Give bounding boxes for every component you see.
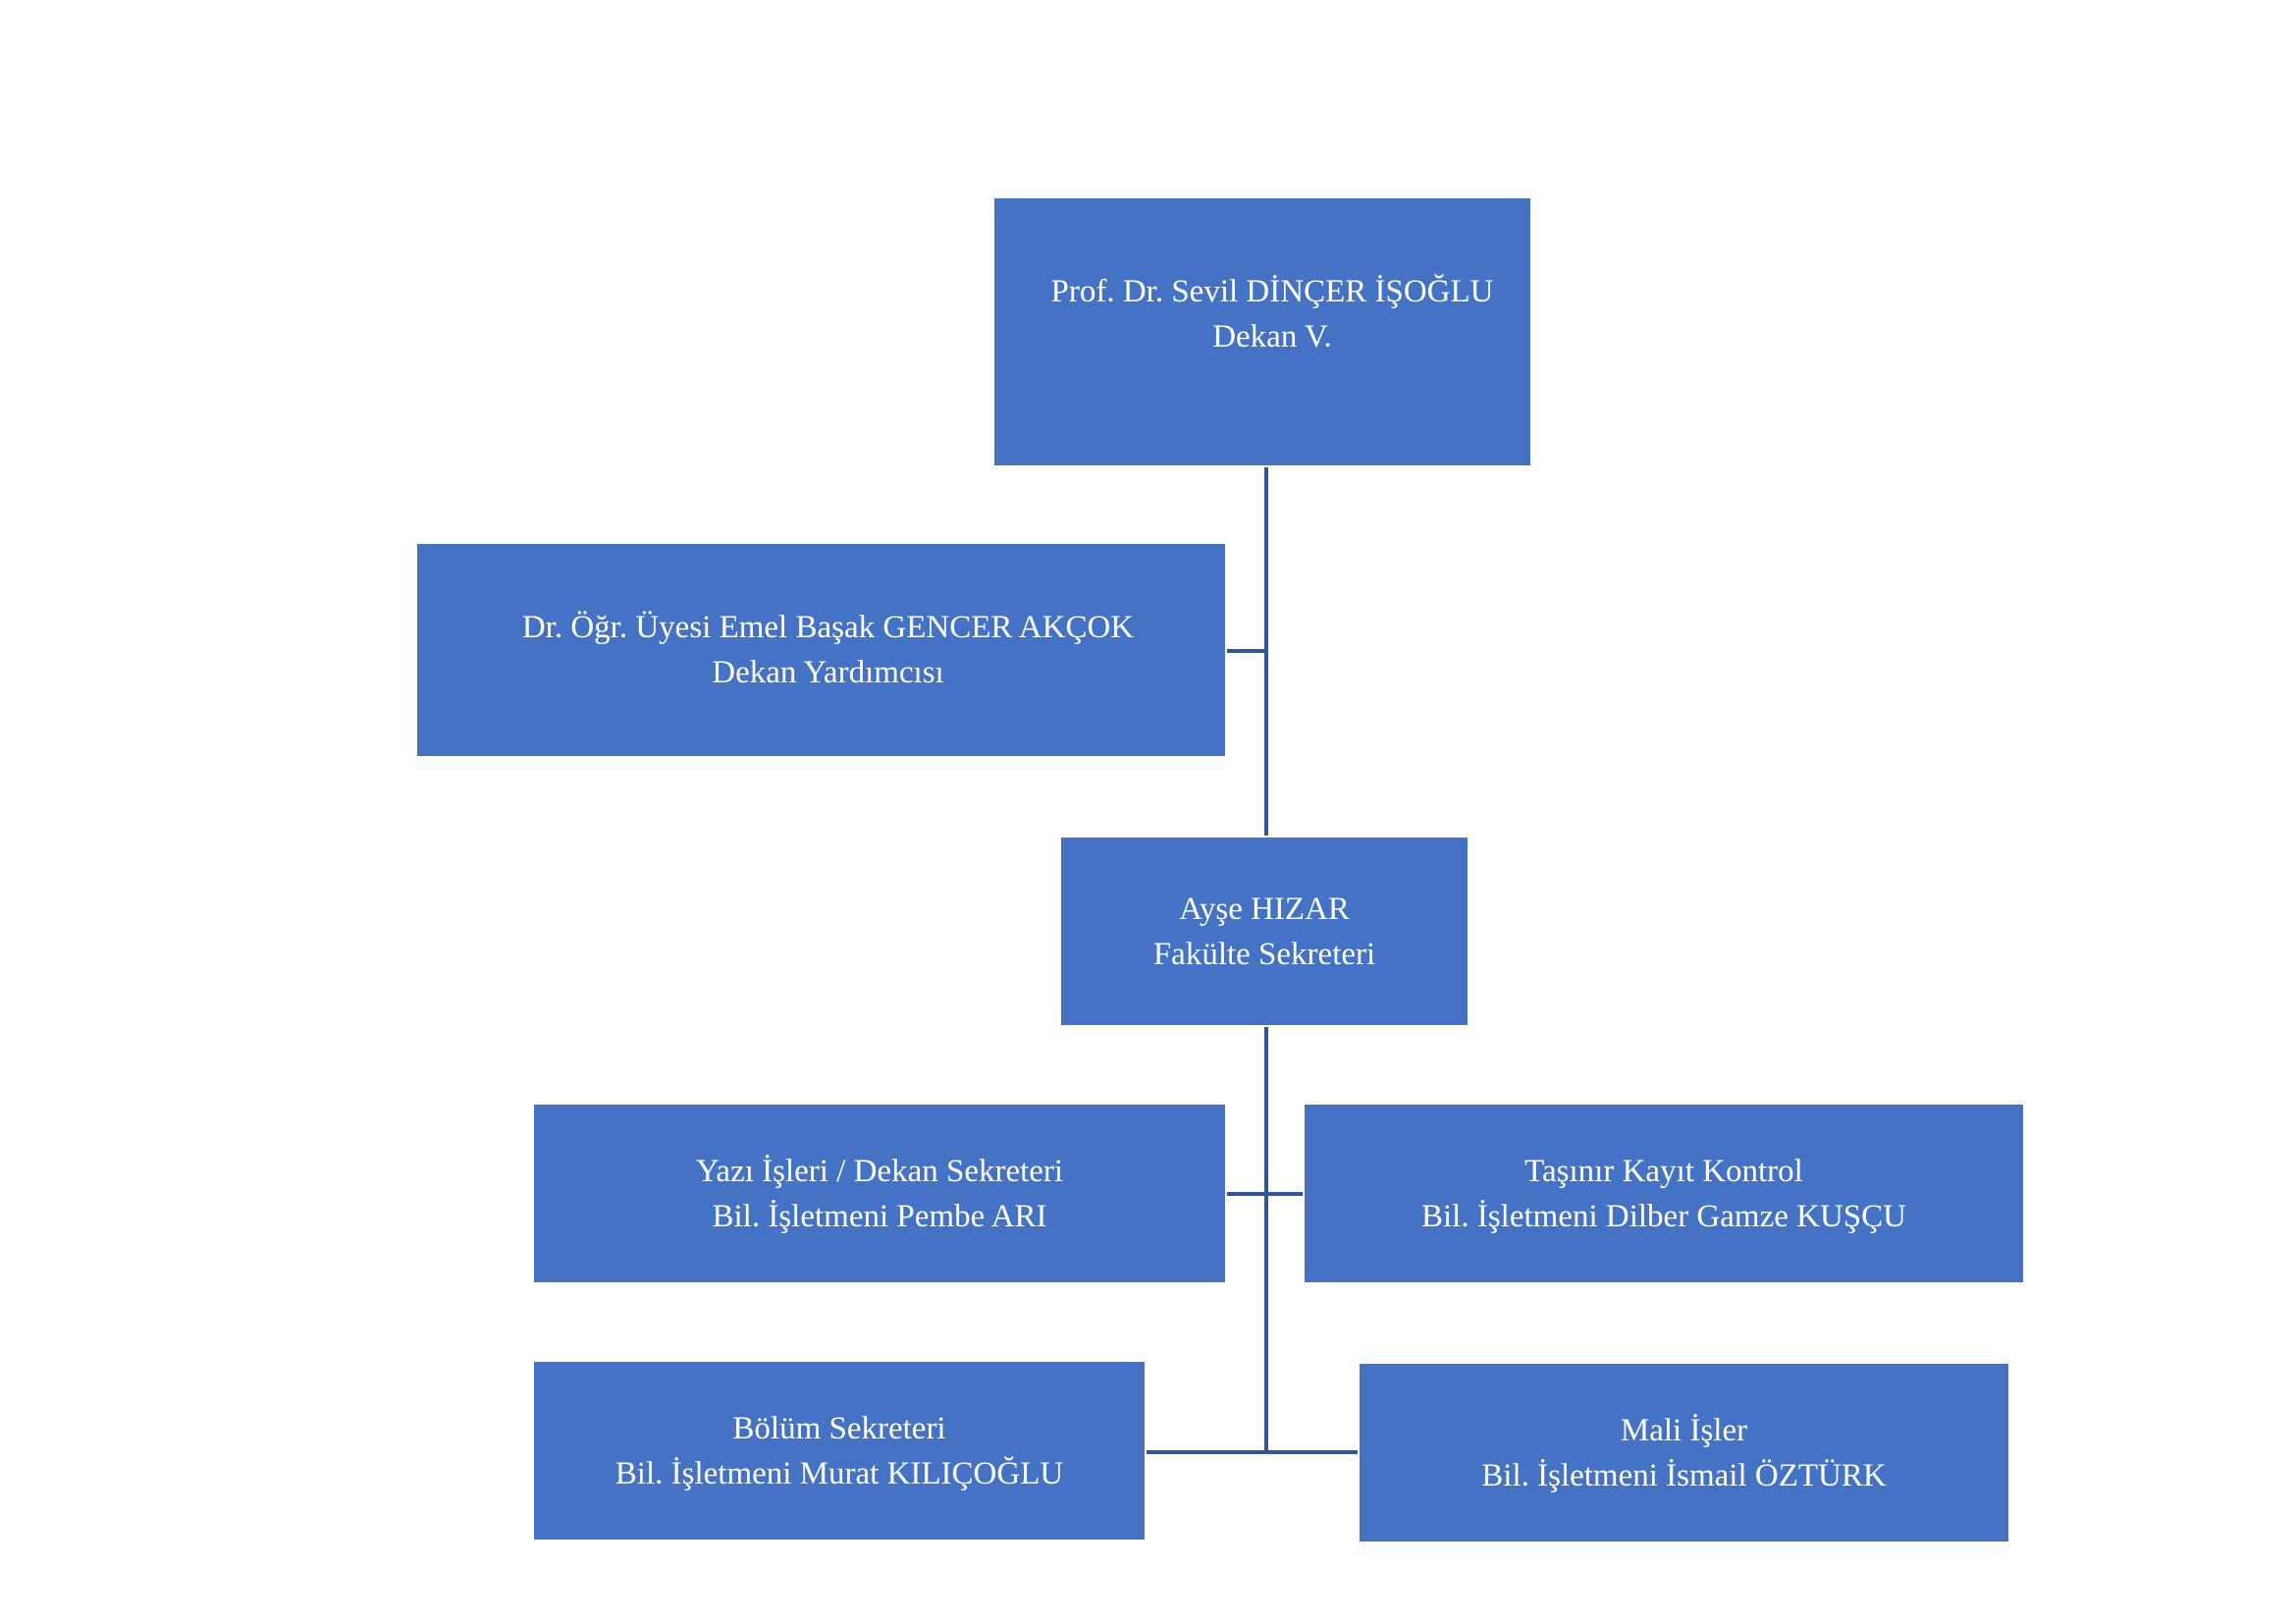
inventory-control-unit: Taşınır Kayıt Kontrol — [1524, 1153, 1803, 1189]
writing-affairs-unit: Yazı İşleri / Dekan Sekreteri — [695, 1153, 1064, 1189]
dean-name: Prof. Dr. Sevil DİNÇER İŞOĞLU — [1050, 274, 1494, 309]
dean-title: Dekan V. — [1212, 319, 1332, 354]
vice-dean-title: Dekan Yardımcısı — [712, 655, 944, 690]
department-secretary-person: Bil. İşletmeni Murat KILIÇOĞLU — [614, 1455, 1064, 1491]
writing-affairs-person: Bil. İşletmeni Pembe ARI — [712, 1198, 1047, 1234]
node-faculty-secretary: Ayşe HIZAR Fakülte Sekreteri — [1061, 838, 1468, 1025]
node-writing-affairs: Yazı İşleri / Dekan Sekreteri Bil. İşlet… — [534, 1105, 1225, 1282]
vice-dean-name: Dr. Öğr. Üyesi Emel Başak GENCER AKÇOK — [521, 610, 1135, 645]
department-secretary-unit: Bölüm Sekreteri — [732, 1410, 946, 1446]
node-financial-affairs: Mali İşler Bil. İşletmeni İsmail ÖZTÜRK — [1360, 1364, 2008, 1542]
financial-affairs-unit: Mali İşler — [1620, 1412, 1748, 1448]
node-dean: Prof. Dr. Sevil DİNÇER İŞOĞLU Dekan V. — [994, 198, 1530, 465]
financial-affairs-person: Bil. İşletmeni İsmail ÖZTÜRK — [1481, 1457, 1887, 1493]
faculty-secretary-title: Fakülte Sekreteri — [1152, 936, 1376, 972]
node-inventory-control: Taşınır Kayıt Kontrol Bil. İşletmeni Dil… — [1305, 1105, 2023, 1282]
node-vice-dean: Dr. Öğr. Üyesi Emel Başak GENCER AKÇOK D… — [417, 544, 1225, 756]
node-department-secretary: Bölüm Sekreteri Bil. İşletmeni Murat KIL… — [534, 1362, 1145, 1540]
faculty-secretary-name: Ayşe HIZAR — [1179, 891, 1350, 927]
inventory-control-person: Bil. İşletmeni Dilber Gamze KUŞÇU — [1420, 1198, 1906, 1234]
